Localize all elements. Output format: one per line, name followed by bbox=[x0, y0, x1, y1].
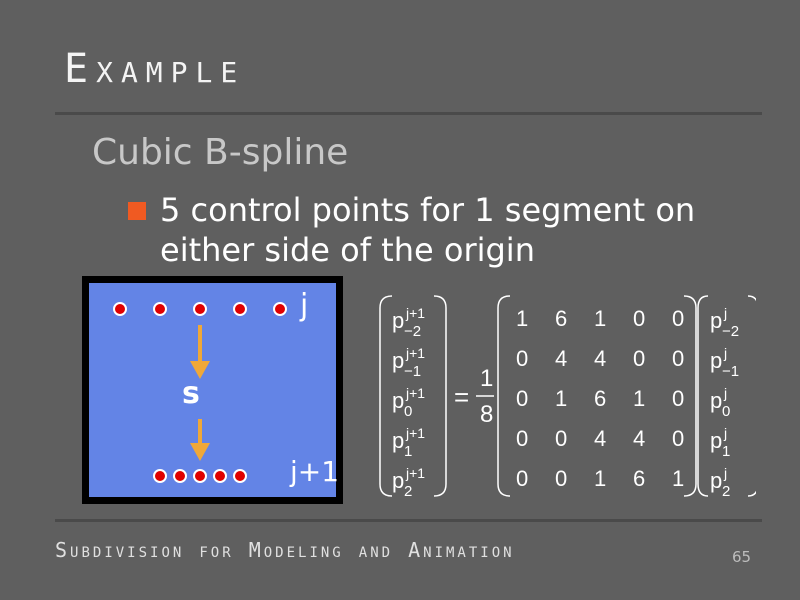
matrix-cell: 0 bbox=[555, 466, 567, 491]
matrix-cell: 4 bbox=[633, 426, 645, 451]
matrix-cell: 6 bbox=[594, 386, 606, 411]
matrix-cell: 0 bbox=[672, 306, 684, 331]
matrix-cell: 1 bbox=[594, 306, 606, 331]
lhs-entry-subscript: −1 bbox=[404, 363, 421, 380]
matrix-cell: 0 bbox=[633, 346, 645, 371]
matrix-cell: 1 bbox=[555, 386, 567, 411]
control-point-bottom bbox=[233, 469, 247, 483]
arrow-down-icon bbox=[190, 325, 210, 379]
subdivision-diagram bbox=[82, 276, 343, 504]
control-point-bottom bbox=[213, 469, 227, 483]
matrix-cell: 0 bbox=[672, 386, 684, 411]
lhs-entry-subscript: 0 bbox=[404, 403, 412, 420]
matrix-cell: 1 bbox=[516, 306, 528, 331]
control-point-bottom bbox=[193, 469, 207, 483]
footer-divider bbox=[55, 519, 762, 522]
matrix-cell: 6 bbox=[633, 466, 645, 491]
rhs-entry-superscript: j bbox=[723, 305, 727, 321]
matrix-cell: 0 bbox=[633, 306, 645, 331]
lhs-entry-subscript: 2 bbox=[404, 483, 412, 500]
bullet-text: 5 control points for 1 segment on either… bbox=[160, 191, 696, 269]
rhs-entry-superscript: j bbox=[723, 385, 727, 401]
diagram-panel bbox=[89, 283, 336, 497]
subtitle: Cubic B-spline bbox=[92, 132, 349, 173]
rhs-entry-subscript: −2 bbox=[722, 323, 739, 340]
rhs-entry-subscript: 2 bbox=[722, 483, 730, 500]
lhs-entry-superscript: j+1 bbox=[405, 305, 425, 321]
slide-title: Example bbox=[64, 46, 246, 92]
rhs-entry-base: p bbox=[710, 468, 722, 493]
control-point-top bbox=[273, 302, 287, 316]
control-point-top bbox=[233, 302, 247, 316]
rhs-entry-subscript: 0 bbox=[722, 403, 730, 420]
matrix-cell: 0 bbox=[516, 426, 528, 451]
bracket-right bbox=[433, 295, 447, 497]
bracket-left bbox=[379, 295, 393, 497]
lhs-entry-subscript: 1 bbox=[404, 443, 412, 460]
bracket-left bbox=[497, 295, 511, 497]
rhs-entry-superscript: j bbox=[723, 425, 727, 441]
matrix-cell: 1 bbox=[594, 466, 606, 491]
bracket-left bbox=[697, 295, 709, 497]
rhs-entry-subscript: 1 bbox=[722, 443, 730, 460]
matrix-cell: 4 bbox=[555, 346, 567, 371]
lhs-entry-subscript: −2 bbox=[404, 323, 421, 340]
matrix-cell: 6 bbox=[555, 306, 567, 331]
control-point-top bbox=[153, 302, 167, 316]
matrix-cell: 0 bbox=[555, 426, 567, 451]
bracket-right bbox=[747, 295, 756, 497]
lhs-entry-base: p bbox=[392, 308, 404, 333]
matrix-cell: 0 bbox=[672, 426, 684, 451]
lhs-entry-base: p bbox=[392, 428, 404, 453]
matrix-cell: 0 bbox=[516, 466, 528, 491]
matrix-cell: 1 bbox=[633, 386, 645, 411]
matrix-cell: 0 bbox=[516, 346, 528, 371]
control-point-top bbox=[113, 302, 127, 316]
control-point-bottom bbox=[173, 469, 187, 483]
rhs-entry-superscript: j bbox=[723, 345, 727, 361]
rhs-entry-subscript: −1 bbox=[722, 363, 739, 380]
fraction-denominator: 8 bbox=[480, 401, 493, 428]
lhs-entry-superscript: j+1 bbox=[405, 465, 425, 481]
footer-text: Subdivision for Modeling and Animation bbox=[55, 538, 515, 562]
rhs-entry-base: p bbox=[710, 308, 722, 333]
diagram-graphics bbox=[113, 302, 287, 483]
rhs-entry-base: p bbox=[710, 388, 722, 413]
matrix-cell: 4 bbox=[594, 426, 606, 451]
lhs-entry-superscript: j+1 bbox=[405, 385, 425, 401]
bullet-square-icon bbox=[128, 202, 146, 220]
lhs-entry-superscript: j+1 bbox=[405, 425, 425, 441]
rhs-entry-base: p bbox=[710, 428, 722, 453]
control-point-bottom bbox=[153, 469, 167, 483]
lhs-entry-base: p bbox=[392, 388, 404, 413]
matrix-cell: 0 bbox=[516, 386, 528, 411]
title-divider bbox=[55, 112, 762, 115]
matrix-cell: 1 bbox=[672, 466, 684, 491]
lhs-entry-base: p bbox=[392, 348, 404, 373]
lhs-entry-base: p bbox=[392, 468, 404, 493]
equals-sign: = bbox=[454, 382, 469, 412]
label-level-j: j bbox=[300, 288, 309, 323]
rhs-entry-superscript: j bbox=[723, 465, 727, 481]
matrix-cell: 0 bbox=[672, 346, 684, 371]
matrix-cell: 4 bbox=[594, 346, 606, 371]
fraction-numerator: 1 bbox=[480, 365, 493, 392]
arrow-down-icon bbox=[190, 419, 210, 461]
lhs-entry-superscript: j+1 bbox=[405, 345, 425, 361]
control-point-top bbox=[193, 302, 207, 316]
label-level-j-plus-1: j+1 bbox=[290, 455, 340, 488]
page-number: 65 bbox=[732, 548, 752, 566]
label-subdivision-operator: s bbox=[182, 376, 200, 411]
rhs-entry-base: p bbox=[710, 348, 722, 373]
bracket-right bbox=[683, 295, 697, 497]
